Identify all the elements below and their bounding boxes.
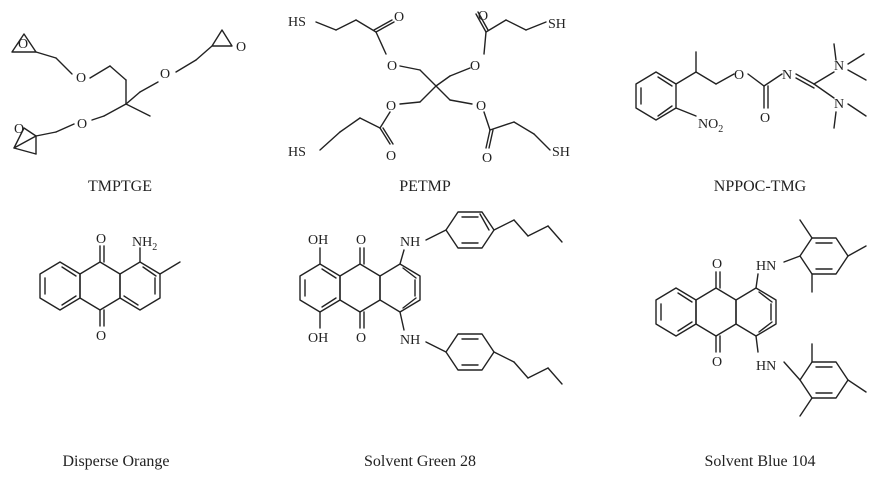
- oxygen-atom: O: [482, 151, 492, 166]
- amine-group: NH: [400, 235, 420, 250]
- molecule-solvent-green-28: OH O NH OH O NH Solvent Green 28: [299, 211, 563, 470]
- caption-solvent-green-28: Solvent Green 28: [364, 453, 476, 470]
- amine-group: HN: [756, 259, 776, 274]
- oxygen-atom: O: [356, 233, 366, 248]
- oxygen-atom: O: [394, 10, 404, 25]
- caption-tmptge: TMPTGE: [88, 178, 152, 195]
- amine-group: HN: [756, 359, 776, 374]
- molecule-petmp: HS O O O O SH O O O O HS SH PETMP: [288, 9, 570, 195]
- oxygen-atom: O: [734, 68, 744, 83]
- oxygen-atom: O: [476, 99, 486, 114]
- nitrogen-atom: N: [834, 59, 844, 74]
- oxygen-atom: O: [76, 71, 86, 86]
- caption-disperse-orange: Disperse Orange: [62, 453, 169, 470]
- caption-nppoc-tmg: NPPOC-TMG: [714, 178, 807, 195]
- oxygen-atom: O: [712, 257, 722, 272]
- molecule-solvent-blue-104: O O HN HN Solvent Blue 104: [655, 219, 867, 470]
- oxygen-atom: O: [470, 59, 480, 74]
- amino-group: NH2: [132, 235, 157, 253]
- oxygen-atom: O: [14, 122, 24, 137]
- oxygen-atom: O: [478, 9, 488, 24]
- oxygen-atom: O: [96, 232, 106, 247]
- caption-solvent-blue-104: Solvent Blue 104: [704, 453, 815, 470]
- oxygen-atom: O: [386, 149, 396, 164]
- oxygen-atom: O: [18, 37, 28, 52]
- oxygen-atom: O: [356, 331, 366, 346]
- thiol-group: HS: [288, 145, 306, 160]
- hydroxyl-group: OH: [308, 331, 328, 346]
- molecule-disperse-orange: O O NH2 Disperse Orange: [39, 232, 181, 470]
- thiol-group: SH: [548, 17, 566, 32]
- oxygen-atom: O: [760, 111, 770, 126]
- thiol-group: SH: [552, 145, 570, 160]
- nitro-group: NO2: [698, 117, 723, 135]
- oxygen-atom: O: [387, 59, 397, 74]
- caption-petmp: PETMP: [399, 178, 451, 195]
- hydroxyl-group: OH: [308, 233, 328, 248]
- oxygen-atom: O: [96, 329, 106, 344]
- nitrogen-atom: N: [834, 97, 844, 112]
- oxygen-atom: O: [77, 117, 87, 132]
- amine-group: NH: [400, 333, 420, 348]
- thiol-group: HS: [288, 15, 306, 30]
- oxygen-atom: O: [712, 355, 722, 370]
- oxygen-atom: O: [236, 40, 246, 55]
- nitrogen-atom: N: [782, 68, 792, 83]
- molecule-tmptge: O O O O O O TMPTGE: [11, 29, 246, 195]
- oxygen-atom: O: [386, 99, 396, 114]
- molecule-nppoc-tmg: O O N N N NO2 NPPOC-TMG: [635, 43, 867, 195]
- oxygen-atom: O: [160, 67, 170, 82]
